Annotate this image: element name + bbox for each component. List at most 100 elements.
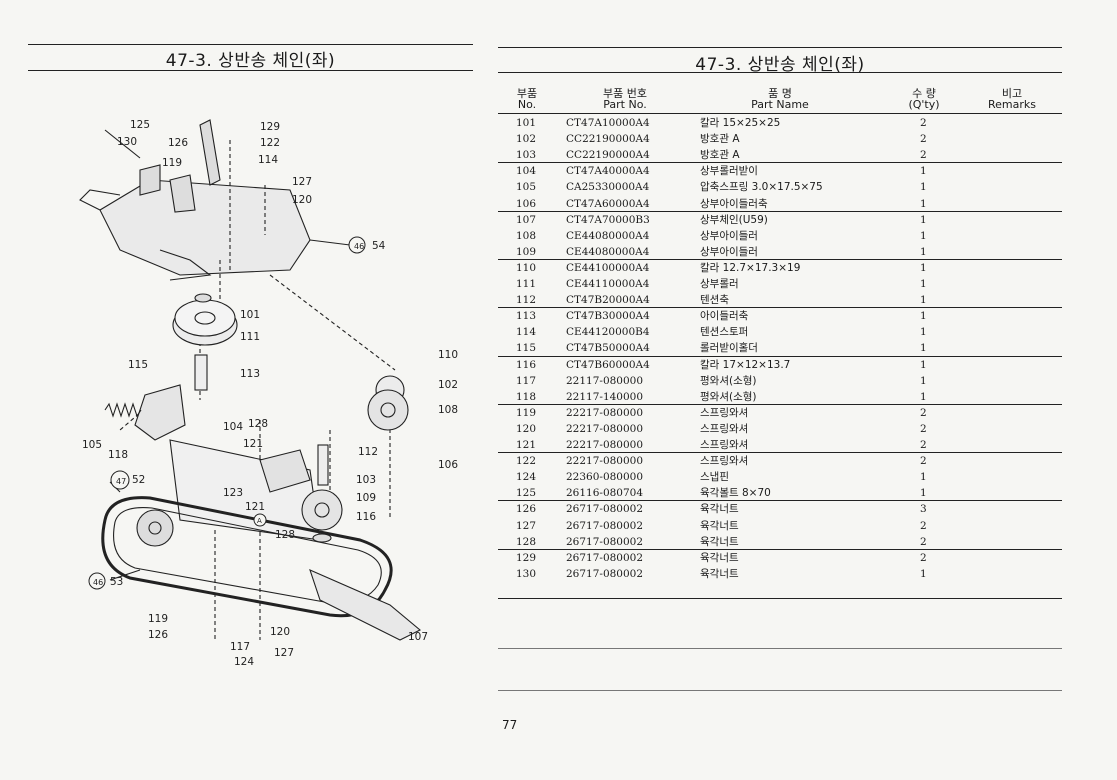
part-number-index: 107	[516, 213, 537, 226]
diagram-label: 116	[356, 511, 376, 523]
part-code: CE44120000B4	[566, 326, 650, 339]
quantity: 1	[920, 165, 927, 178]
quantity: 1	[920, 229, 927, 242]
part-number-index: 109	[516, 245, 537, 258]
row-group-rule	[498, 355, 1062, 357]
part-name: 방호관 A	[700, 149, 740, 162]
row-group-rule	[498, 548, 1062, 550]
left-title-rule	[28, 70, 473, 71]
part-name: 롤러받이홀더	[700, 342, 758, 355]
part-number-index: 101	[516, 117, 537, 129]
part-code: CA25330000A4	[566, 181, 650, 194]
table-row: 109 CE44080000A4 상부아이들러 1	[500, 244, 1060, 260]
part-name: 평와셔(소형)	[700, 374, 757, 387]
diagram-label: 113	[240, 368, 260, 380]
part-code: CT47B50000A4	[566, 342, 650, 355]
diagram-label: 52	[132, 474, 145, 486]
part-name: 상부아이들러	[700, 245, 758, 258]
part-number-index: 113	[516, 310, 537, 323]
diagram-label: 111	[240, 331, 260, 343]
diagram-label: 102	[438, 379, 458, 391]
header-rule	[498, 113, 1062, 114]
diagram-label: 120	[270, 626, 290, 638]
quantity: 1	[920, 245, 927, 258]
part-code: 26717-080002	[566, 567, 644, 580]
diagram-label: 119	[148, 613, 168, 625]
diagram-label: 53	[110, 576, 123, 588]
part-name: 텐션축	[700, 294, 729, 307]
quantity: 1	[920, 390, 927, 403]
part-number-index: 128	[516, 535, 537, 548]
left-top-rule	[28, 44, 473, 45]
quantity: 1	[920, 197, 927, 210]
page-number: 77	[502, 718, 518, 732]
diagram-label: 127	[292, 176, 312, 188]
part-name: 압축스프링 3.0×17.5×75	[700, 181, 823, 194]
part-code: 26717-080002	[566, 503, 644, 516]
quantity: 1	[920, 471, 927, 484]
quantity: 1	[920, 213, 927, 226]
part-name: 칼라 12.7×17.3×19	[700, 261, 801, 274]
row-group-rule	[498, 210, 1062, 212]
part-code: CT47A70000B3	[566, 213, 650, 226]
part-number-index: 122	[516, 455, 537, 468]
diagram-label: 101	[240, 309, 260, 321]
diagram-label: 126	[148, 629, 168, 641]
part-code: CE44080000A4	[566, 245, 650, 258]
part-name: 육각너트	[700, 567, 739, 580]
diagram-label: 106	[438, 459, 458, 471]
part-number-index: 121	[516, 439, 537, 451]
quantity: 1	[920, 326, 927, 339]
part-code: CT47A10000A4	[566, 117, 650, 129]
part-name: 상부아이들러축	[700, 197, 768, 210]
part-name: 스프링와셔	[700, 422, 749, 435]
part-name: 육각볼트 8×70	[700, 487, 771, 500]
part-code: CE44100000A4	[566, 261, 650, 274]
quantity: 1	[920, 374, 927, 387]
diagram-label: 129	[260, 121, 280, 133]
part-number-index: 129	[516, 551, 537, 564]
part-number-index: 115	[516, 342, 537, 355]
diagram-label: 120	[292, 194, 312, 206]
part-number-index: 105	[516, 181, 537, 194]
diagram-label: 54	[372, 240, 386, 252]
part-number-index: 104	[516, 165, 537, 178]
quantity: 2	[920, 455, 927, 468]
quantity: 2	[920, 535, 927, 548]
diagram-label: 114	[258, 154, 278, 166]
svg-text:46: 46	[93, 578, 103, 587]
diagram-label: 123	[223, 487, 243, 499]
part-code: 26717-080002	[566, 535, 644, 548]
diagram-label: 109	[356, 492, 376, 504]
quantity: 2	[920, 149, 927, 162]
row-group-rule	[498, 307, 1062, 309]
table-rule-faint-1	[498, 648, 1062, 649]
part-number-index: 125	[516, 487, 537, 500]
diagram-label: 103	[356, 474, 376, 486]
part-number-index: 117	[516, 374, 537, 387]
part-code: CE44110000A4	[566, 278, 650, 290]
header-qty: 수 량(Q'ty)	[908, 87, 940, 111]
part-name: 칼라 17×12×13.7	[700, 358, 791, 371]
diagram-label: 110	[438, 349, 458, 361]
diagram-label: 119	[162, 157, 182, 169]
diagram-label: 124	[234, 656, 254, 668]
